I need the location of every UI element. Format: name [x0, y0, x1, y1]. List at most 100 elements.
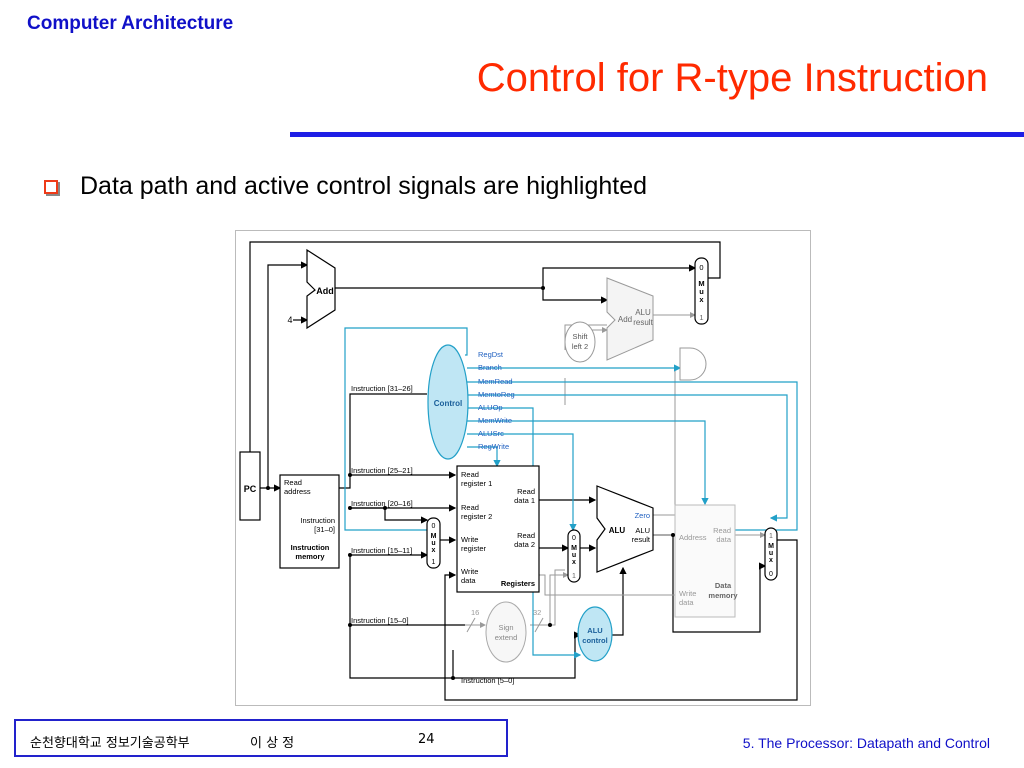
footer-author: 이 상 정 — [250, 736, 295, 751]
bullet-square-icon — [44, 179, 58, 194]
svg-text:Read: Read — [517, 531, 535, 540]
svg-text:RegWrite: RegWrite — [478, 442, 509, 451]
svg-text:address: address — [284, 487, 311, 496]
svg-text:PC: PC — [244, 484, 257, 494]
control-unit: Control — [427, 344, 469, 460]
svg-text:register 1: register 1 — [461, 479, 492, 488]
svg-text:data: data — [679, 598, 694, 607]
svg-text:M: M — [768, 543, 774, 550]
instruction-memory: Read address Instruction [31–0] Instruct… — [279, 474, 340, 569]
svg-text:u: u — [769, 550, 773, 557]
sign-extend: Sign extend 16 32 — [471, 601, 541, 663]
svg-text:1: 1 — [572, 573, 576, 580]
program-counter: PC — [239, 451, 261, 521]
svg-text:Instruction [31–26]: Instruction [31–26] — [351, 384, 413, 393]
page-number: 24 — [418, 732, 435, 747]
svg-text:Data: Data — [715, 581, 732, 590]
svg-text:extend: extend — [495, 633, 518, 642]
svg-text:Read: Read — [713, 526, 731, 535]
svg-text:Instruction [25–21]: Instruction [25–21] — [351, 466, 413, 475]
svg-text:register 2: register 2 — [461, 512, 492, 521]
register-file: Read register 1 Read register 2 Write re… — [456, 465, 540, 593]
wire-junctions — [266, 286, 675, 680]
branch-adder: Add ALU result — [606, 277, 654, 361]
svg-text:1: 1 — [432, 559, 436, 566]
svg-text:Shift: Shift — [572, 332, 588, 341]
svg-text:Read: Read — [461, 470, 479, 479]
svg-text:1: 1 — [769, 533, 773, 540]
svg-text:register: register — [461, 544, 487, 553]
svg-text:Instruction [15–0]: Instruction [15–0] — [351, 616, 409, 625]
data-memory: Address Read data Write data Data memory — [674, 504, 738, 618]
svg-text:data 1: data 1 — [514, 496, 535, 505]
footer-department: 순천향대학교 정보기술공학부 — [30, 736, 190, 751]
bullet-item: Data path and active control signals are… — [44, 172, 647, 201]
svg-text:32: 32 — [533, 608, 541, 617]
alu: ALU Zero ALU result — [596, 485, 654, 573]
shift-left-2: Shift left 2 — [564, 321, 596, 363]
svg-text:control: control — [582, 636, 607, 645]
svg-text:ALU: ALU — [587, 626, 602, 635]
regdst-mux: 0 M u x 1 — [426, 517, 441, 569]
slide-title: Control for R-type Instruction — [476, 56, 988, 100]
svg-text:x: x — [432, 547, 436, 554]
svg-text:M: M — [571, 545, 577, 552]
datapath-diagram: PC Add 4 Add ALU result Shift left 2 0 M… — [235, 230, 811, 706]
svg-text:Registers: Registers — [501, 579, 535, 588]
svg-text:0: 0 — [699, 263, 703, 272]
svg-text:ALU: ALU — [635, 308, 651, 317]
svg-text:x: x — [769, 557, 773, 564]
svg-text:Instruction: Instruction — [300, 516, 335, 525]
memtoreg-mux: 1 M u x 0 — [764, 527, 778, 581]
svg-text:Add: Add — [618, 315, 632, 324]
svg-text:Add: Add — [316, 286, 334, 296]
bullet-text: Data path and active control signals are… — [80, 172, 648, 200]
svg-text:MemtoReg: MemtoReg — [478, 390, 515, 399]
svg-text:Write: Write — [461, 567, 478, 576]
svg-text:Read: Read — [517, 487, 535, 496]
svg-text:x: x — [572, 559, 576, 566]
diagram-frame — [235, 230, 811, 706]
svg-text:ALUOp: ALUOp — [478, 403, 503, 412]
footer-chapter: 5. The Processor: Datapath and Control — [742, 735, 990, 751]
svg-text:Instruction [20–16]: Instruction [20–16] — [351, 499, 413, 508]
svg-text:0: 0 — [572, 535, 576, 542]
svg-text:M: M — [698, 279, 704, 288]
svg-text:MemRead: MemRead — [478, 377, 513, 386]
branch-and-gate — [679, 347, 707, 381]
svg-text:ALU: ALU — [609, 526, 626, 535]
svg-text:Write: Write — [679, 589, 696, 598]
svg-text:u: u — [431, 540, 435, 547]
svg-text:data 2: data 2 — [514, 540, 535, 549]
svg-text:4: 4 — [287, 315, 292, 325]
footer-box: 순천향대학교 정보기술공학부 이 상 정 24 — [14, 719, 508, 757]
svg-text:data: data — [461, 576, 476, 585]
svg-text:memory: memory — [708, 591, 738, 600]
svg-text:Zero: Zero — [635, 511, 650, 520]
title-underline — [290, 132, 1024, 137]
alu-control: ALU control — [577, 606, 613, 662]
svg-text:x: x — [699, 295, 704, 304]
course-title: Computer Architecture — [27, 13, 234, 34]
svg-text:M: M — [431, 533, 437, 540]
svg-text:Read: Read — [284, 478, 302, 487]
svg-text:data: data — [716, 535, 731, 544]
svg-text:result: result — [633, 318, 653, 327]
pc-adder: Add 4 — [287, 248, 336, 330]
svg-text:MemWrite: MemWrite — [478, 416, 512, 425]
svg-text:result: result — [632, 535, 651, 544]
svg-text:Instruction: Instruction — [291, 543, 330, 552]
instruction-field-labels: Instruction [31–26] Instruction [25–21] … — [351, 384, 514, 685]
svg-text:Write: Write — [461, 535, 478, 544]
svg-text:u: u — [699, 287, 704, 296]
svg-text:u: u — [572, 552, 576, 559]
svg-text:left 2: left 2 — [572, 342, 588, 351]
pc-source-mux: 0 M u x 1 — [694, 257, 709, 325]
svg-text:1: 1 — [699, 313, 703, 322]
bus-width-marks — [466, 617, 544, 633]
svg-text:memory: memory — [295, 552, 325, 561]
svg-text:Read: Read — [461, 503, 479, 512]
control-signal-labels: RegDst Branch MemRead MemtoReg ALUOp Mem… — [478, 350, 515, 451]
svg-text:Branch: Branch — [478, 363, 502, 372]
svg-text:Instruction [15–11]: Instruction [15–11] — [351, 546, 412, 555]
